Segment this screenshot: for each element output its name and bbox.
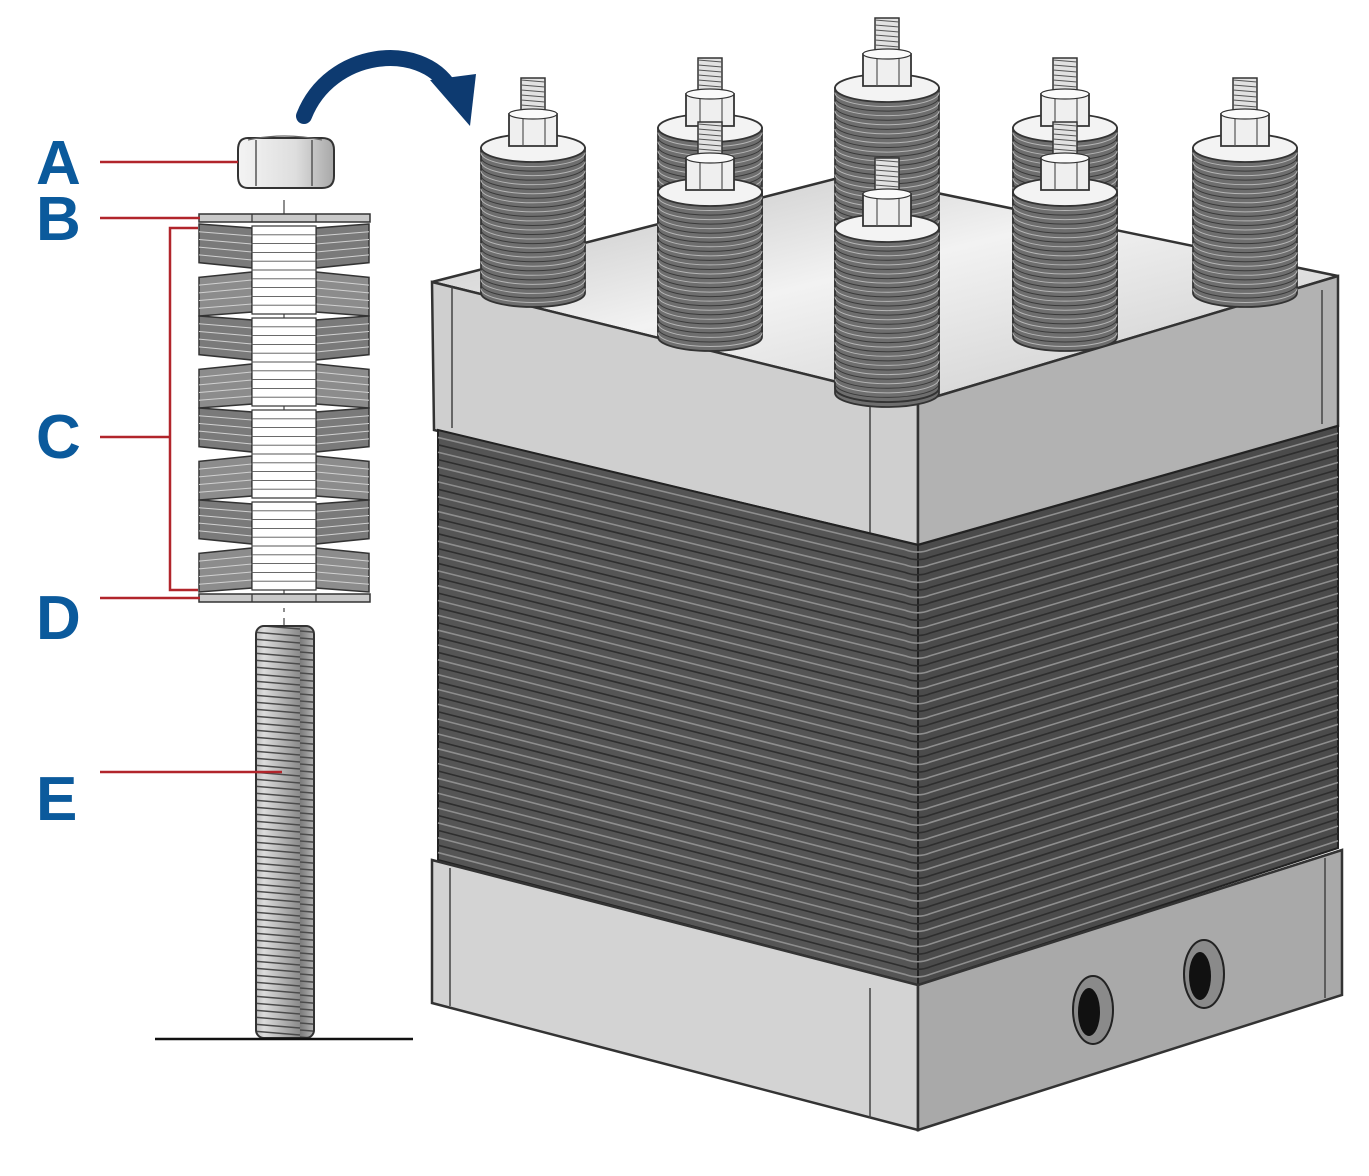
spring-pack — [1192, 77, 1298, 308]
disc-spring-group — [198, 407, 370, 501]
spring-pack — [1012, 121, 1118, 352]
threaded-rod — [255, 625, 315, 1039]
hex-nut — [237, 135, 335, 189]
washer-bottom — [198, 593, 371, 603]
callout-label-b: B — [36, 185, 81, 254]
port-fitting-right — [1183, 939, 1225, 1009]
washer-top — [198, 213, 371, 223]
disc-spring-group — [198, 223, 370, 317]
disc-spring-group — [198, 315, 370, 409]
disc-spring-group — [198, 499, 370, 593]
bracket-c — [168, 226, 198, 592]
callout-label-d: D — [36, 584, 81, 653]
stack-block — [430, 17, 1344, 1132]
port-fitting-left — [1072, 975, 1114, 1045]
spring-pack — [834, 157, 940, 403]
spring-packs — [480, 17, 1298, 408]
disc-spring-stack — [198, 223, 370, 593]
callout-label-c: C — [36, 403, 81, 472]
spring-pack — [480, 77, 586, 308]
curved-arrow — [296, 50, 476, 126]
callout-label-e: E — [36, 765, 78, 834]
leader-lines — [100, 160, 282, 774]
cell-stack-layers — [437, 432, 1339, 978]
bottom-plate-right-face — [916, 848, 1344, 1132]
exploded-bolt-assembly — [155, 135, 413, 1041]
callout-label-a: A — [36, 129, 81, 198]
spring-pack — [657, 121, 763, 352]
